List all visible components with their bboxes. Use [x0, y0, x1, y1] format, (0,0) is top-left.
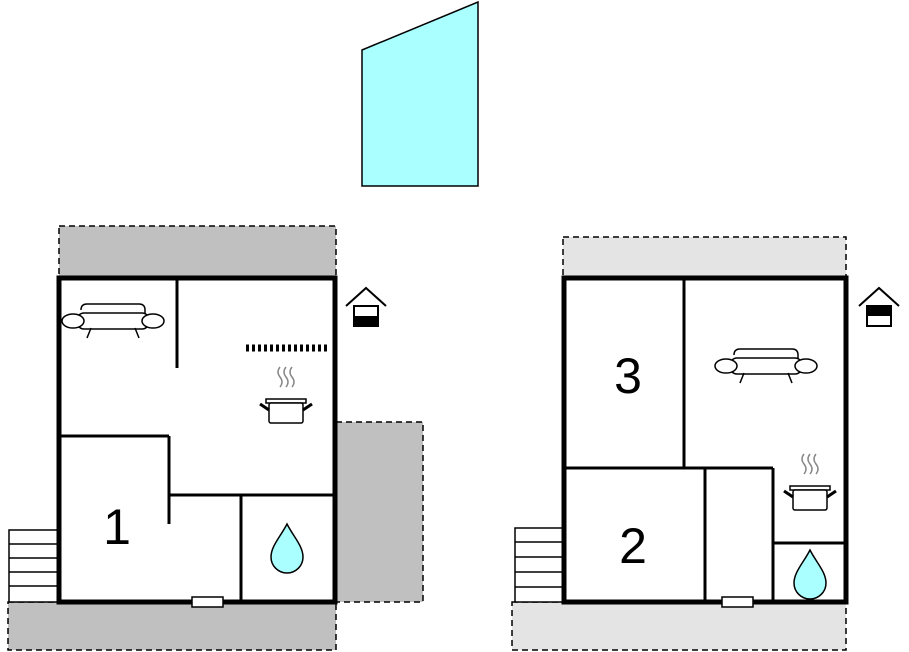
house-outline: [561, 275, 849, 605]
door-icon: [191, 596, 224, 608]
door-icon: [721, 596, 754, 608]
ground-floor-plan: 1: [7, 225, 424, 651]
house-level-icon: [858, 287, 900, 327]
upper-floor-plan: 3 2: [511, 236, 900, 651]
east-terrace: [335, 421, 424, 603]
interior-walls: [564, 278, 846, 602]
room-number-3: 3: [614, 348, 642, 404]
house-level-icon: [345, 287, 387, 327]
south-terrace: [511, 601, 847, 651]
room-number-2: 2: [619, 518, 647, 574]
interior-walls: [59, 278, 335, 602]
pool: [361, 0, 479, 187]
north-terrace: [58, 225, 337, 279]
stairs-icon: [8, 529, 59, 603]
south-terrace: [7, 601, 337, 651]
north-terrace: [562, 236, 847, 279]
stairs-icon: [514, 527, 565, 603]
room-number-1: 1: [103, 499, 131, 555]
